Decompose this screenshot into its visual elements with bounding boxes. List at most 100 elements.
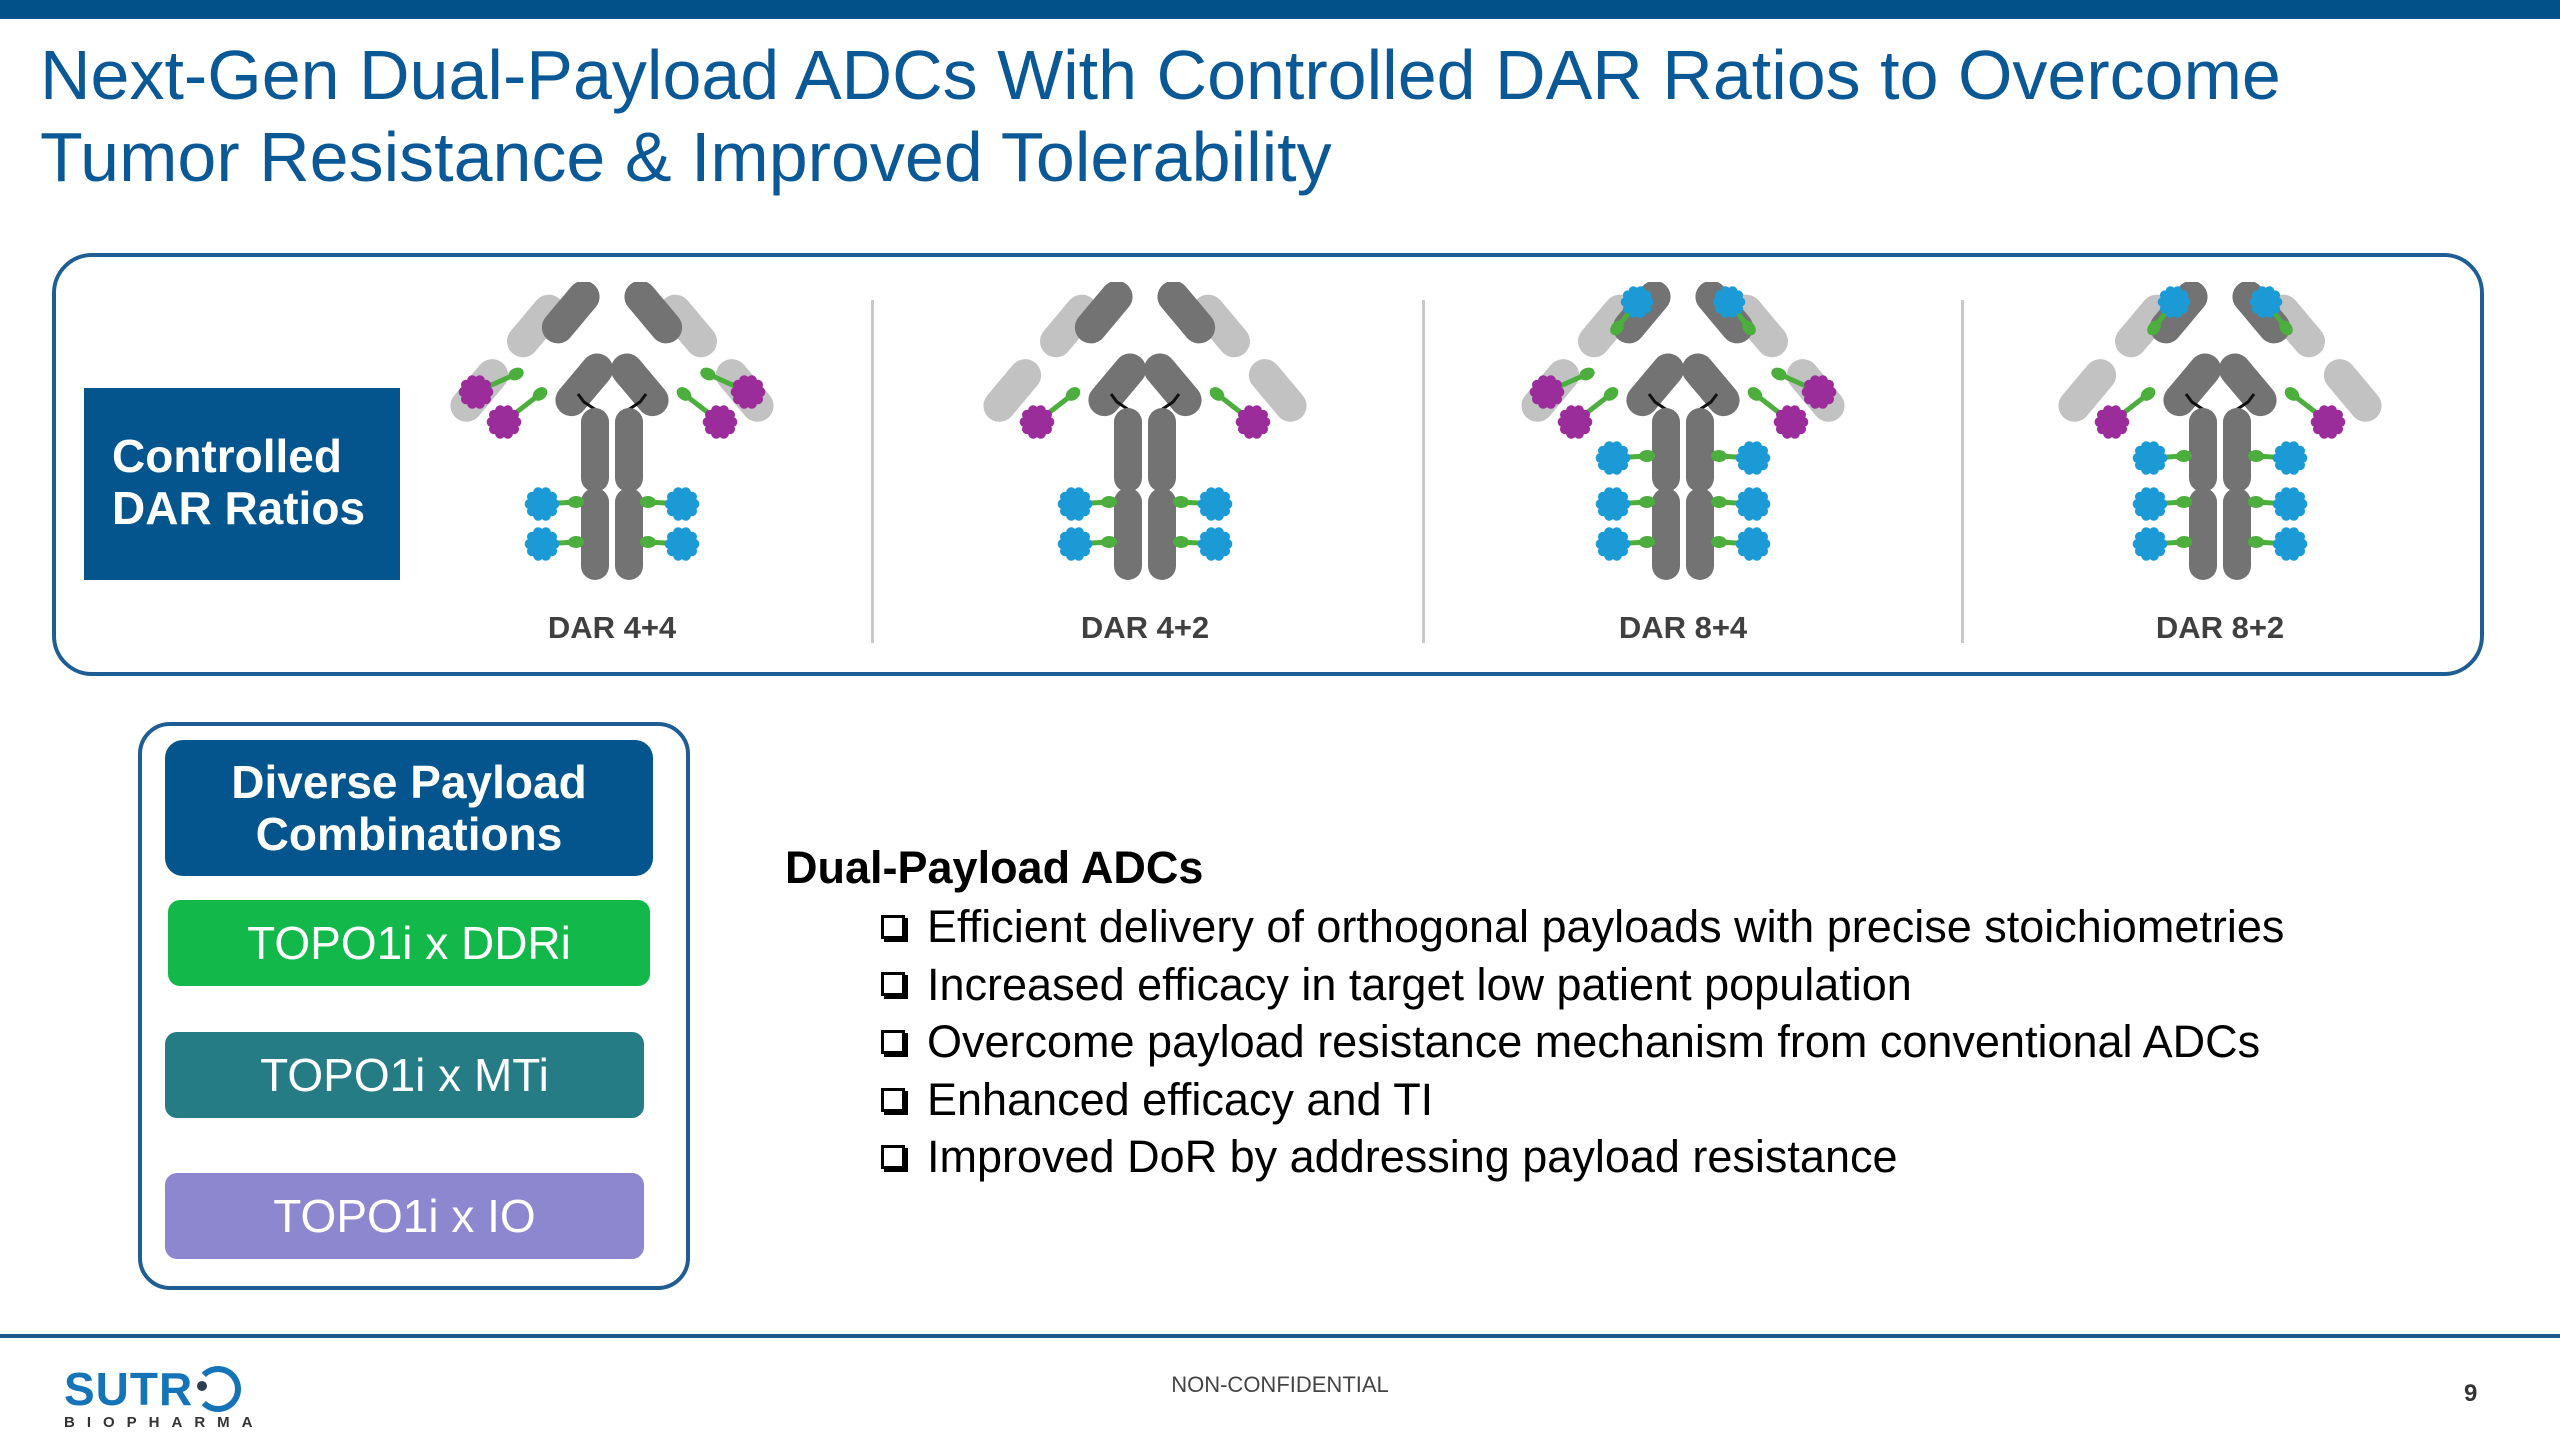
linker-icon xyxy=(1610,320,1624,336)
fc-domain-icon xyxy=(2189,488,2217,580)
benefits-heading: Dual-Payload ADCs xyxy=(785,842,1204,893)
magenta-payload-icon xyxy=(2094,405,2130,439)
page-number: 9 xyxy=(2464,1380,2478,1407)
linker-icon xyxy=(1603,387,1619,401)
checkbox-bullet-icon xyxy=(881,1145,905,1170)
light-chain-icon xyxy=(1248,359,1307,422)
linker-icon xyxy=(2284,387,2300,401)
heavy-chain-icon xyxy=(1074,282,1133,344)
linker-icon xyxy=(532,387,548,401)
blue-payload-icon xyxy=(664,527,700,561)
linker-icon xyxy=(700,367,716,381)
linker-icon xyxy=(1065,387,1081,401)
checkbox-bullet-icon xyxy=(881,1087,905,1112)
linker-icon xyxy=(1747,387,1763,401)
benefit-item: Efficient delivery of orthogonal payload… xyxy=(881,898,2284,956)
magenta-payload-icon xyxy=(702,405,738,439)
checkbox-bullet-icon xyxy=(881,972,905,997)
linker-icon xyxy=(1639,495,1655,509)
light-chain-icon xyxy=(659,294,718,358)
hinge-icon xyxy=(627,393,648,412)
linker-icon xyxy=(2248,535,2264,549)
hinge-icon xyxy=(1109,393,1130,412)
heavy-chain-icon xyxy=(1157,282,1216,344)
benefit-text: Overcome payload resistance mechanism fr… xyxy=(927,1016,2261,1068)
payload-combinations-panel xyxy=(138,722,690,1290)
fc-domain-icon xyxy=(1114,488,1142,580)
hinge-icon xyxy=(1160,393,1181,412)
magenta-payload-icon xyxy=(1235,405,1271,439)
antibody-diagram-dar-4-4 xyxy=(450,282,774,580)
dar-label: DAR 8+2 xyxy=(2155,610,2285,645)
blue-payload-icon xyxy=(2272,441,2308,475)
blue-payload-icon xyxy=(1057,487,1093,521)
panel-divider xyxy=(1422,300,1425,643)
linker-icon xyxy=(1209,387,1225,401)
dual-payload-benefits: Dual-Payload ADCs Efficient delivery of … xyxy=(785,838,2284,1186)
hinge-icon xyxy=(2184,393,2205,412)
logo-subtitle: BIOPHARMA xyxy=(64,1414,265,1431)
benefit-item: Enhanced efficacy and TI xyxy=(881,1071,2284,1129)
panel-divider xyxy=(871,300,874,643)
hinge-icon xyxy=(2235,393,2256,412)
light-chain-icon xyxy=(2114,294,2173,358)
light-chain-icon xyxy=(2058,359,2117,422)
fc-domain-icon xyxy=(1148,408,1176,492)
blue-payload-icon xyxy=(2157,286,2191,318)
linker-icon xyxy=(2248,495,2264,509)
blue-payload-icon xyxy=(524,527,560,561)
heavy-chain-icon xyxy=(1626,353,1685,417)
linker-icon xyxy=(2176,495,2192,509)
linker-icon xyxy=(1579,367,1595,381)
blue-payload-icon xyxy=(2272,487,2308,521)
sutro-biopharma-logo: SUTR BIOPHARMA xyxy=(64,1366,265,1431)
magenta-payload-icon xyxy=(1529,375,1565,409)
logo-o-dot-icon xyxy=(195,1366,242,1412)
fc-domain-icon xyxy=(1686,408,1714,492)
linker-icon xyxy=(2248,449,2264,463)
light-chain-icon xyxy=(2323,359,2382,422)
benefit-text: Increased efficacy in target low patient… xyxy=(927,958,1912,1010)
blue-payload-icon xyxy=(1057,527,1093,561)
linker-icon xyxy=(1711,449,1727,463)
heavy-chain-icon xyxy=(2218,353,2277,417)
confidentiality-notice: NON-CONFIDENTIAL xyxy=(1171,1372,1389,1397)
slide-title-line-2: Tumor Resistance & Improved Tolerability xyxy=(40,118,1332,196)
linker-icon xyxy=(1771,367,1787,381)
fc-domain-icon xyxy=(615,488,643,580)
linker-icon xyxy=(1173,495,1189,509)
light-chain-icon xyxy=(1039,294,1098,358)
combo-topo1i-ddri: TOPO1i x DDRi xyxy=(168,900,650,986)
blue-payload-icon xyxy=(524,487,560,521)
benefit-item: Improved DoR by addressing payload resis… xyxy=(881,1128,2284,1186)
fc-domain-icon xyxy=(581,408,609,492)
top-accent-bar xyxy=(0,0,2560,19)
heavy-chain-icon xyxy=(2163,353,2222,417)
magenta-payload-icon xyxy=(1801,375,1837,409)
magenta-payload-icon xyxy=(486,405,522,439)
magenta-payload-icon xyxy=(1019,405,1055,439)
fc-domain-icon xyxy=(581,488,609,580)
blue-payload-icon xyxy=(664,487,700,521)
controlled-dar-label-line-2: DAR Ratios xyxy=(112,482,366,534)
heavy-chain-icon xyxy=(1088,353,1147,417)
magenta-payload-icon xyxy=(730,375,766,409)
fc-domain-icon xyxy=(2189,408,2217,492)
blue-payload-icon xyxy=(2249,286,2283,318)
controlled-dar-label-line-1: Controlled xyxy=(112,430,342,482)
heavy-chain-icon xyxy=(541,282,600,344)
hinge-icon xyxy=(1647,393,1668,412)
payload-heading-line-2: Combinations xyxy=(255,808,563,860)
slide-title: Next-Gen Dual-Payload ADCs With Controll… xyxy=(40,34,2520,198)
logo-wordmark: SUTR xyxy=(64,1363,194,1415)
linker-icon xyxy=(568,535,584,549)
light-chain-icon xyxy=(506,294,565,358)
blue-payload-icon xyxy=(2132,527,2168,561)
linker-icon xyxy=(508,367,524,381)
magenta-payload-icon xyxy=(2310,405,2346,439)
checkbox-bullet-icon xyxy=(881,1029,905,1054)
heavy-chain-icon xyxy=(1681,353,1740,417)
fc-domain-icon xyxy=(1652,488,1680,580)
checkbox-bullet-icon xyxy=(881,914,905,939)
fc-domain-icon xyxy=(2223,488,2251,580)
